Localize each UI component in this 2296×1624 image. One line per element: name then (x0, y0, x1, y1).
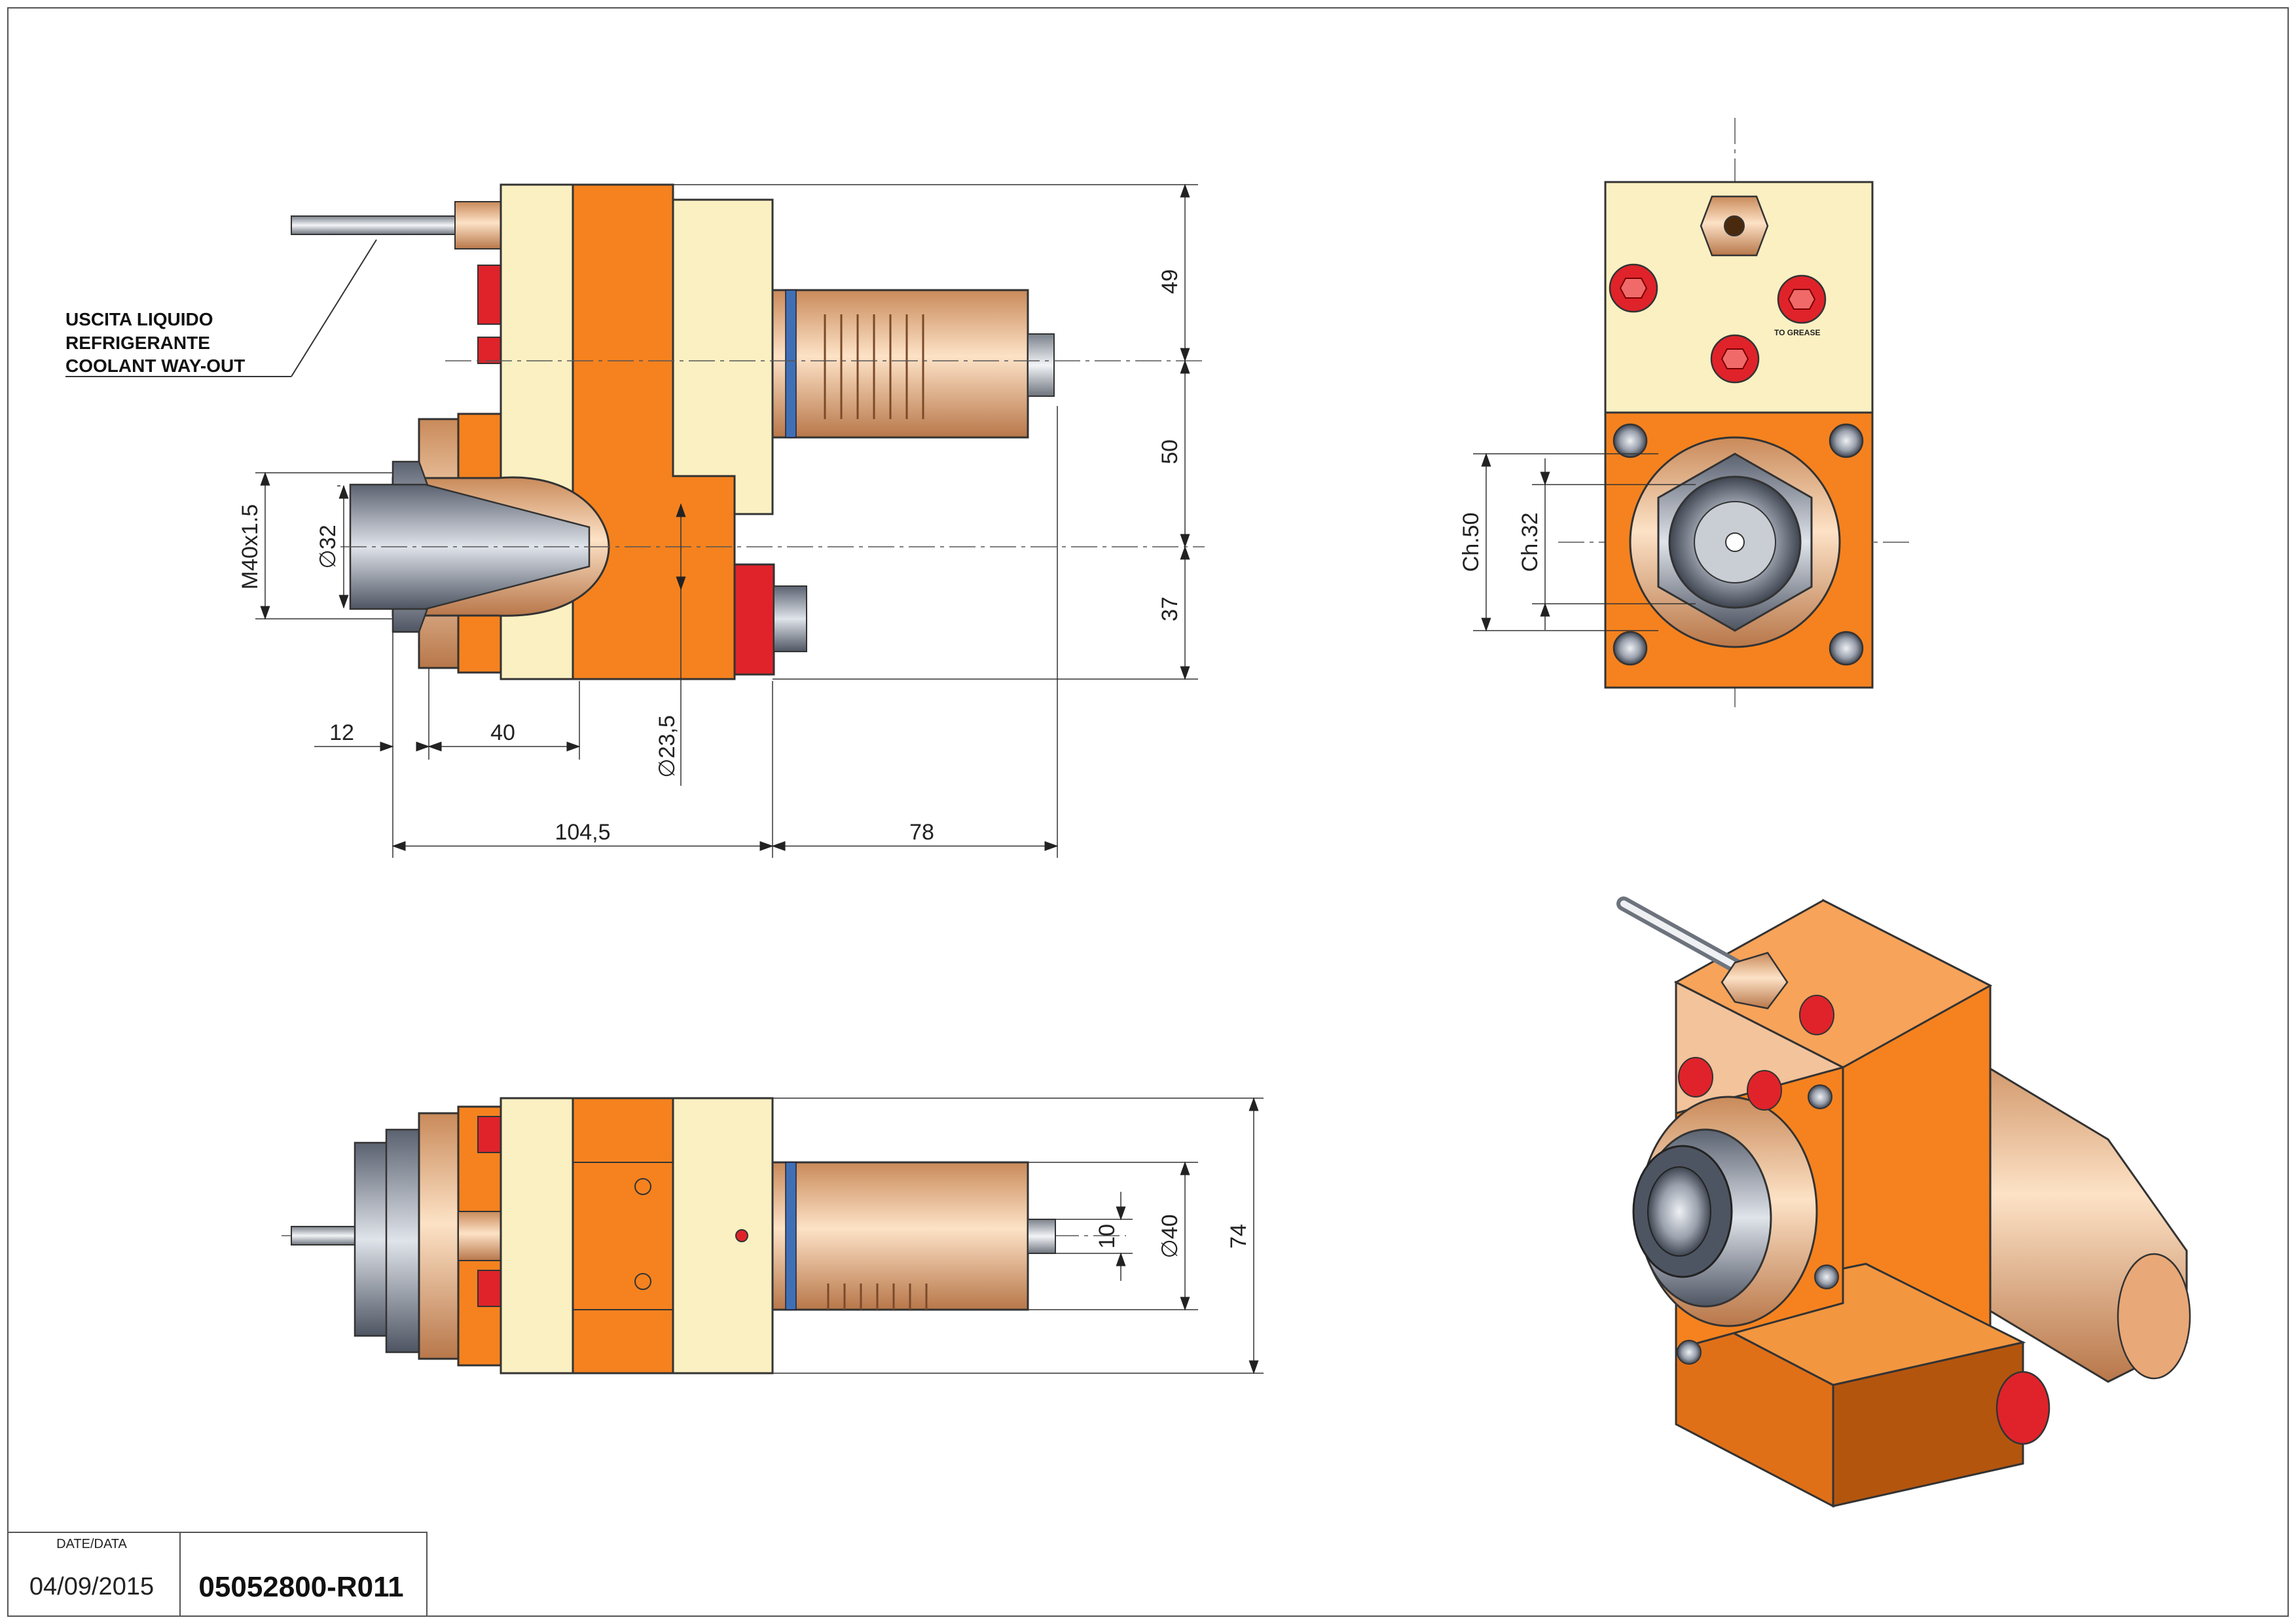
coolant-label-3: COOLANT WAY-OUT (65, 356, 245, 376)
top-copper-flange (418, 1112, 460, 1360)
drawing-code: 05052800-R011 (198, 1571, 403, 1603)
drive-housing (771, 289, 1029, 439)
dim-40: 40 (490, 720, 515, 745)
side-view: 49 50 37 M40x1.5 ∅32 ∅23,5 (65, 183, 1205, 858)
coolant-label-1: USCITA LIQUIDO (65, 309, 213, 329)
drive-blue-ring (785, 289, 797, 438)
dim-50: 50 (1157, 439, 1182, 464)
dim-78: 78 (909, 820, 934, 845)
coolant-label-2: REFRIGERANTE (65, 333, 210, 353)
isometric-view (1616, 896, 2191, 1508)
drive-splines (824, 314, 924, 419)
red-plug-lower (477, 337, 505, 364)
drive-shaft-tip (1027, 333, 1055, 397)
coolant-fitting (454, 201, 501, 249)
dim-104-5: 104,5 (555, 820, 610, 845)
cream-side-plate (672, 198, 774, 515)
red-plug-center (1710, 334, 1760, 384)
red-plug-left (1609, 263, 1658, 313)
top-cream-plate (672, 1097, 774, 1375)
date-label: DATE/DATA (56, 1537, 127, 1551)
flange-screws (1613, 423, 1864, 666)
dim-thread: M40x1.5 (238, 504, 263, 589)
red-drive-nut (733, 563, 775, 676)
dim-dia23-5: ∅23,5 (655, 715, 680, 778)
red-plug-right (1777, 274, 1827, 324)
coolant-pipe (291, 215, 456, 235)
dim-dia40: ∅40 (1157, 1214, 1182, 1258)
red-plug-upper (477, 265, 505, 325)
dim-ch32: Ch.32 (1518, 513, 1542, 572)
to-grease-label: TO GREASE (1774, 328, 1820, 337)
end-view: TO GREASE Ch.50 Ch.32 (1459, 118, 1912, 707)
grey-screw (773, 585, 807, 652)
dim-37: 37 (1157, 597, 1182, 621)
dim-dia32: ∅32 (316, 525, 340, 568)
sheet-border (7, 7, 2289, 1617)
top-orange-body (572, 1097, 674, 1375)
date-value: 04/09/2015 (29, 1573, 154, 1600)
dim-ch50: Ch.50 (1459, 513, 1484, 572)
dim-74: 74 (1226, 1224, 1251, 1249)
dim-49: 49 (1157, 269, 1182, 294)
dim-10: 10 (1095, 1224, 1120, 1249)
top-view: 10 ∅40 74 (282, 1097, 1264, 1375)
top-shaft-tip (1027, 1219, 1056, 1254)
top-drive-housing (771, 1161, 1029, 1311)
dim-12: 12 (329, 720, 354, 745)
title-block: DATE/DATA 04/09/2015 05052800-R011 (7, 1532, 428, 1617)
top-cream-housing (500, 1097, 574, 1375)
